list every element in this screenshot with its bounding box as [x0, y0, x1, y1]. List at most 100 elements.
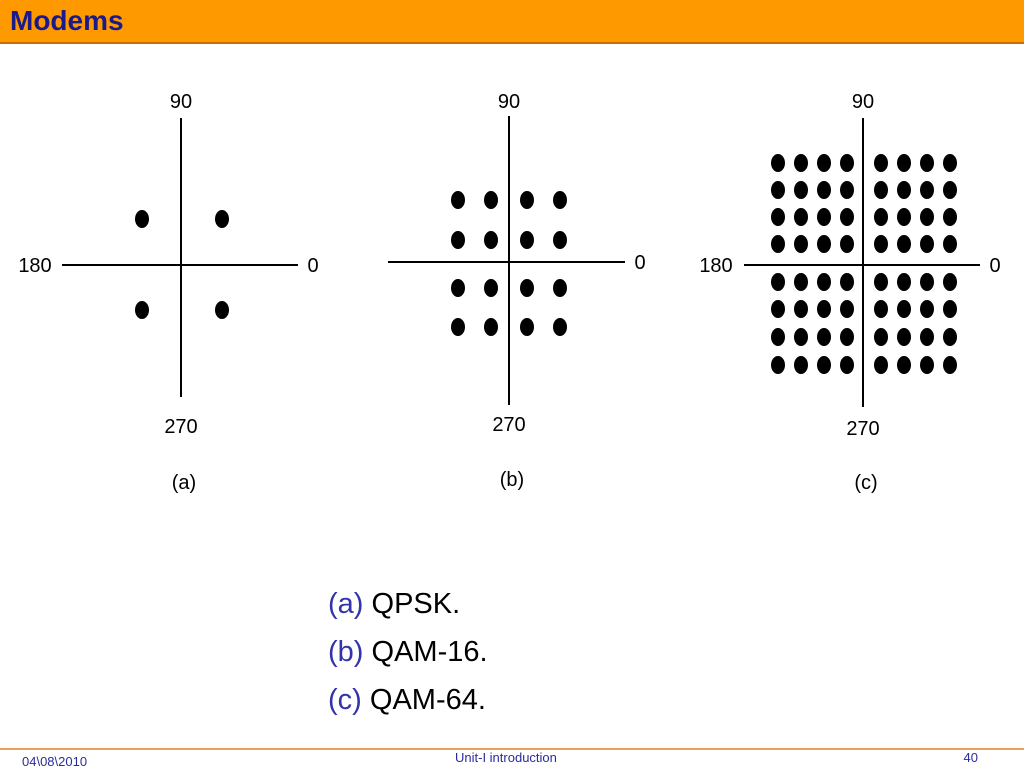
constellation-point	[215, 301, 229, 319]
constellation-point	[771, 356, 785, 374]
footer-title: Unit-I introduction	[455, 750, 557, 765]
constellation-point	[943, 300, 957, 318]
constellation-point	[897, 208, 911, 226]
diagram-label: (a)	[172, 472, 196, 494]
constellation-point	[920, 328, 934, 346]
degree-label-top: 90	[170, 91, 192, 113]
constellation-point	[897, 154, 911, 172]
constellation-point	[897, 181, 911, 199]
constellation-point	[771, 181, 785, 199]
constellation-point	[920, 356, 934, 374]
caption-item: (c) QAM-64.	[328, 676, 488, 724]
footer-divider	[0, 748, 1024, 750]
constellation-point	[520, 191, 534, 209]
constellation-point	[943, 235, 957, 253]
constellation-point	[817, 154, 831, 172]
constellation-point	[817, 328, 831, 346]
constellation-point	[874, 328, 888, 346]
degree-label-right: 0	[634, 252, 645, 274]
constellation-point	[920, 208, 934, 226]
page-number: 40	[963, 750, 978, 765]
constellation-point	[794, 208, 808, 226]
constellation-point	[215, 210, 229, 228]
constellation-point	[794, 328, 808, 346]
constellation-point	[920, 181, 934, 199]
constellation-point	[817, 208, 831, 226]
constellation-point	[874, 356, 888, 374]
caption-text: QAM-16.	[371, 636, 488, 668]
constellation-point	[920, 154, 934, 172]
title-bar: Modems	[0, 0, 1024, 44]
constellation-point	[840, 208, 854, 226]
constellation-point	[897, 235, 911, 253]
degree-label-left: 180	[18, 255, 51, 277]
constellation-point	[553, 318, 567, 336]
caption-letter: (b)	[328, 636, 364, 668]
constellation-point	[771, 154, 785, 172]
caption-letter: (c)	[328, 684, 362, 716]
constellation-point	[943, 356, 957, 374]
constellation-point	[484, 318, 498, 336]
constellation-point	[817, 235, 831, 253]
constellation-point	[943, 181, 957, 199]
constellation-point	[840, 181, 854, 199]
constellation-point	[920, 235, 934, 253]
constellation-point	[794, 181, 808, 199]
constellation-point	[897, 300, 911, 318]
constellation-point	[897, 273, 911, 291]
constellation-c: 90 180 0 270 (c)	[699, 91, 1000, 494]
constellation-point	[943, 208, 957, 226]
constellation-point	[451, 191, 465, 209]
caption-item: (b) QAM-16.	[328, 628, 488, 676]
constellation-point	[553, 279, 567, 297]
degree-label-top: 90	[498, 91, 520, 113]
constellation-point	[817, 181, 831, 199]
constellation-point	[553, 231, 567, 249]
degree-label-top: 90	[852, 91, 874, 113]
degree-label-bottom: 270	[846, 418, 879, 440]
constellation-point	[943, 273, 957, 291]
constellation-point	[520, 318, 534, 336]
constellation-point	[135, 210, 149, 228]
constellation-point	[874, 154, 888, 172]
caption-item: (a) QPSK.	[328, 580, 488, 628]
constellation-point	[897, 328, 911, 346]
constellation-point	[840, 235, 854, 253]
constellation-point	[840, 273, 854, 291]
caption-list: (a) QPSK. (b) QAM-16. (c) QAM-64.	[328, 580, 488, 724]
constellation-point	[874, 208, 888, 226]
constellation-point	[451, 231, 465, 249]
constellation-point	[484, 231, 498, 249]
constellation-point	[920, 300, 934, 318]
constellation-point	[794, 356, 808, 374]
constellation-point	[794, 300, 808, 318]
constellation-point	[943, 154, 957, 172]
degree-label-bottom: 270	[164, 416, 197, 438]
constellation-point	[771, 300, 785, 318]
degree-label-right: 0	[989, 255, 1000, 277]
constellation-points-a	[135, 210, 229, 319]
constellation-a: 90 180 0 270 (a)	[18, 91, 318, 494]
constellation-point	[520, 231, 534, 249]
constellation-point	[840, 356, 854, 374]
constellation-point	[771, 235, 785, 253]
degree-label-bottom: 270	[492, 414, 525, 436]
caption-text: QPSK.	[371, 588, 461, 620]
constellation-point	[817, 356, 831, 374]
constellation-point	[840, 328, 854, 346]
constellation-b: 90 0 270 (b)	[388, 91, 646, 491]
constellation-point	[943, 328, 957, 346]
constellation-point	[840, 154, 854, 172]
constellation-point	[840, 300, 854, 318]
constellation-point	[794, 154, 808, 172]
constellation-point	[817, 300, 831, 318]
diagram-label: (c)	[854, 472, 877, 494]
footer-date: 04\08\2010	[22, 754, 88, 769]
constellation-points-c	[771, 154, 957, 374]
constellation-point	[520, 279, 534, 297]
page-title: Modems	[10, 5, 124, 36]
constellation-point	[553, 191, 567, 209]
constellation-point	[484, 191, 498, 209]
constellation-point	[135, 301, 149, 319]
constellation-point	[874, 273, 888, 291]
